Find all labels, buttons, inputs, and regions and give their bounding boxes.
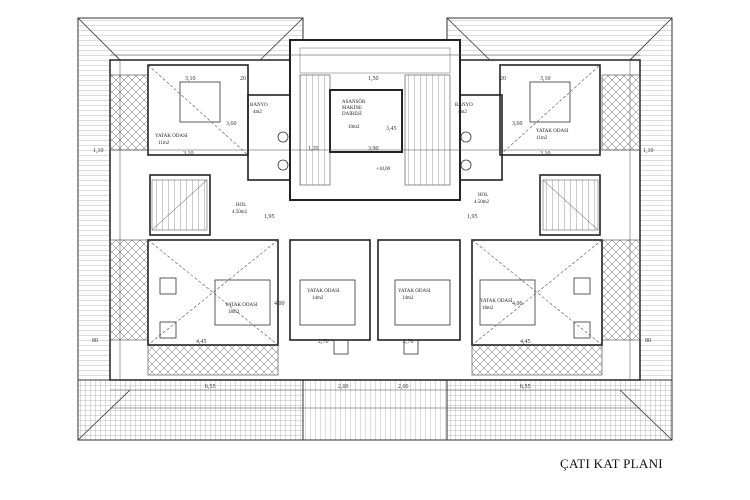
- dim-label: 1,95: [264, 214, 275, 220]
- bed-center-left-area: 14m2: [312, 296, 324, 301]
- bed-top-right-area: 11m2: [536, 136, 548, 141]
- bath-left-area: 4m2: [253, 110, 262, 115]
- dimension-lines: [110, 54, 640, 409]
- dim-label: 4,45: [520, 339, 531, 345]
- room-walls: [147, 64, 603, 346]
- dim-label: 6,55: [520, 384, 531, 390]
- bed-mid-left-name: YATAK ODASI: [225, 303, 258, 308]
- dim-label: 80: [645, 338, 651, 344]
- bed-top-left-area: 11m2: [158, 141, 170, 146]
- dim-label: 80: [92, 338, 98, 344]
- dim-label: 4,00: [274, 301, 285, 307]
- dim-label: 1,10: [93, 148, 104, 154]
- dim-label: 2,70: [403, 339, 414, 345]
- bed-center-right-area: 14m2: [402, 296, 414, 301]
- roof-ridge-lines: [147, 64, 603, 346]
- drawing-title: ÇATI KAT PLANI: [560, 456, 663, 471]
- level-mark: +18,00: [376, 167, 391, 172]
- hall-right-area: 4.50m2: [474, 200, 490, 205]
- bath-left-name: BANYO: [250, 103, 268, 108]
- hall-right-name: HOL: [478, 193, 488, 198]
- hall-stairs: [151, 179, 599, 231]
- bath-right-area: 4m2: [458, 110, 467, 115]
- furniture: [159, 81, 591, 355]
- elevator-core: [289, 39, 461, 201]
- dim-label: 20: [240, 76, 246, 82]
- dim-label: 2,70: [318, 339, 329, 345]
- dim-label: 3,10: [185, 76, 196, 82]
- dim-label: 3,60: [226, 121, 237, 127]
- hall-left-name: HOL: [236, 203, 246, 208]
- bed-top-left-name: YATAK ODASI: [155, 134, 188, 139]
- terraces: [109, 74, 641, 376]
- dim-label: 3,10: [540, 151, 551, 157]
- dim-label: 4,00: [512, 301, 523, 307]
- elevator-room-area: 10m2: [348, 125, 360, 130]
- dim-label: 3,90: [368, 146, 379, 152]
- dim-label: 3,10: [183, 151, 194, 157]
- dim-label: 3,45: [386, 126, 397, 132]
- bed-center-right-name: YATAK ODASI: [398, 289, 431, 294]
- dim-label: 20: [500, 76, 506, 82]
- bed-mid-left-area: 18m2: [228, 310, 240, 315]
- dim-label: 1,95: [467, 214, 478, 220]
- bed-mid-right-area: 18m2: [482, 306, 494, 311]
- bath-right-name: BANYO: [455, 103, 473, 108]
- bed-center-left-name: YATAK ODASI: [307, 289, 340, 294]
- hall-left-area: 4.50m2: [232, 210, 248, 215]
- dim-label: 3,60: [512, 121, 523, 127]
- dim-label: 2,00: [398, 384, 409, 390]
- dim-label: 4,45: [196, 339, 207, 345]
- dim-label: 2,00: [338, 384, 349, 390]
- dimension-values: 3,10 3,10 3,10 3,10 1,50 3,90 3,45 1,20 …: [92, 76, 654, 390]
- dim-label: 1,10: [643, 148, 654, 154]
- dim-label: 6,55: [205, 384, 216, 390]
- bed-mid-right-name: YATAK ODASI: [480, 299, 513, 304]
- dim-label: 3,10: [540, 76, 551, 82]
- bed-top-right-name: YATAK ODASI: [536, 129, 569, 134]
- dim-label: 1,50: [368, 76, 379, 82]
- dim-label: 1,20: [308, 146, 319, 152]
